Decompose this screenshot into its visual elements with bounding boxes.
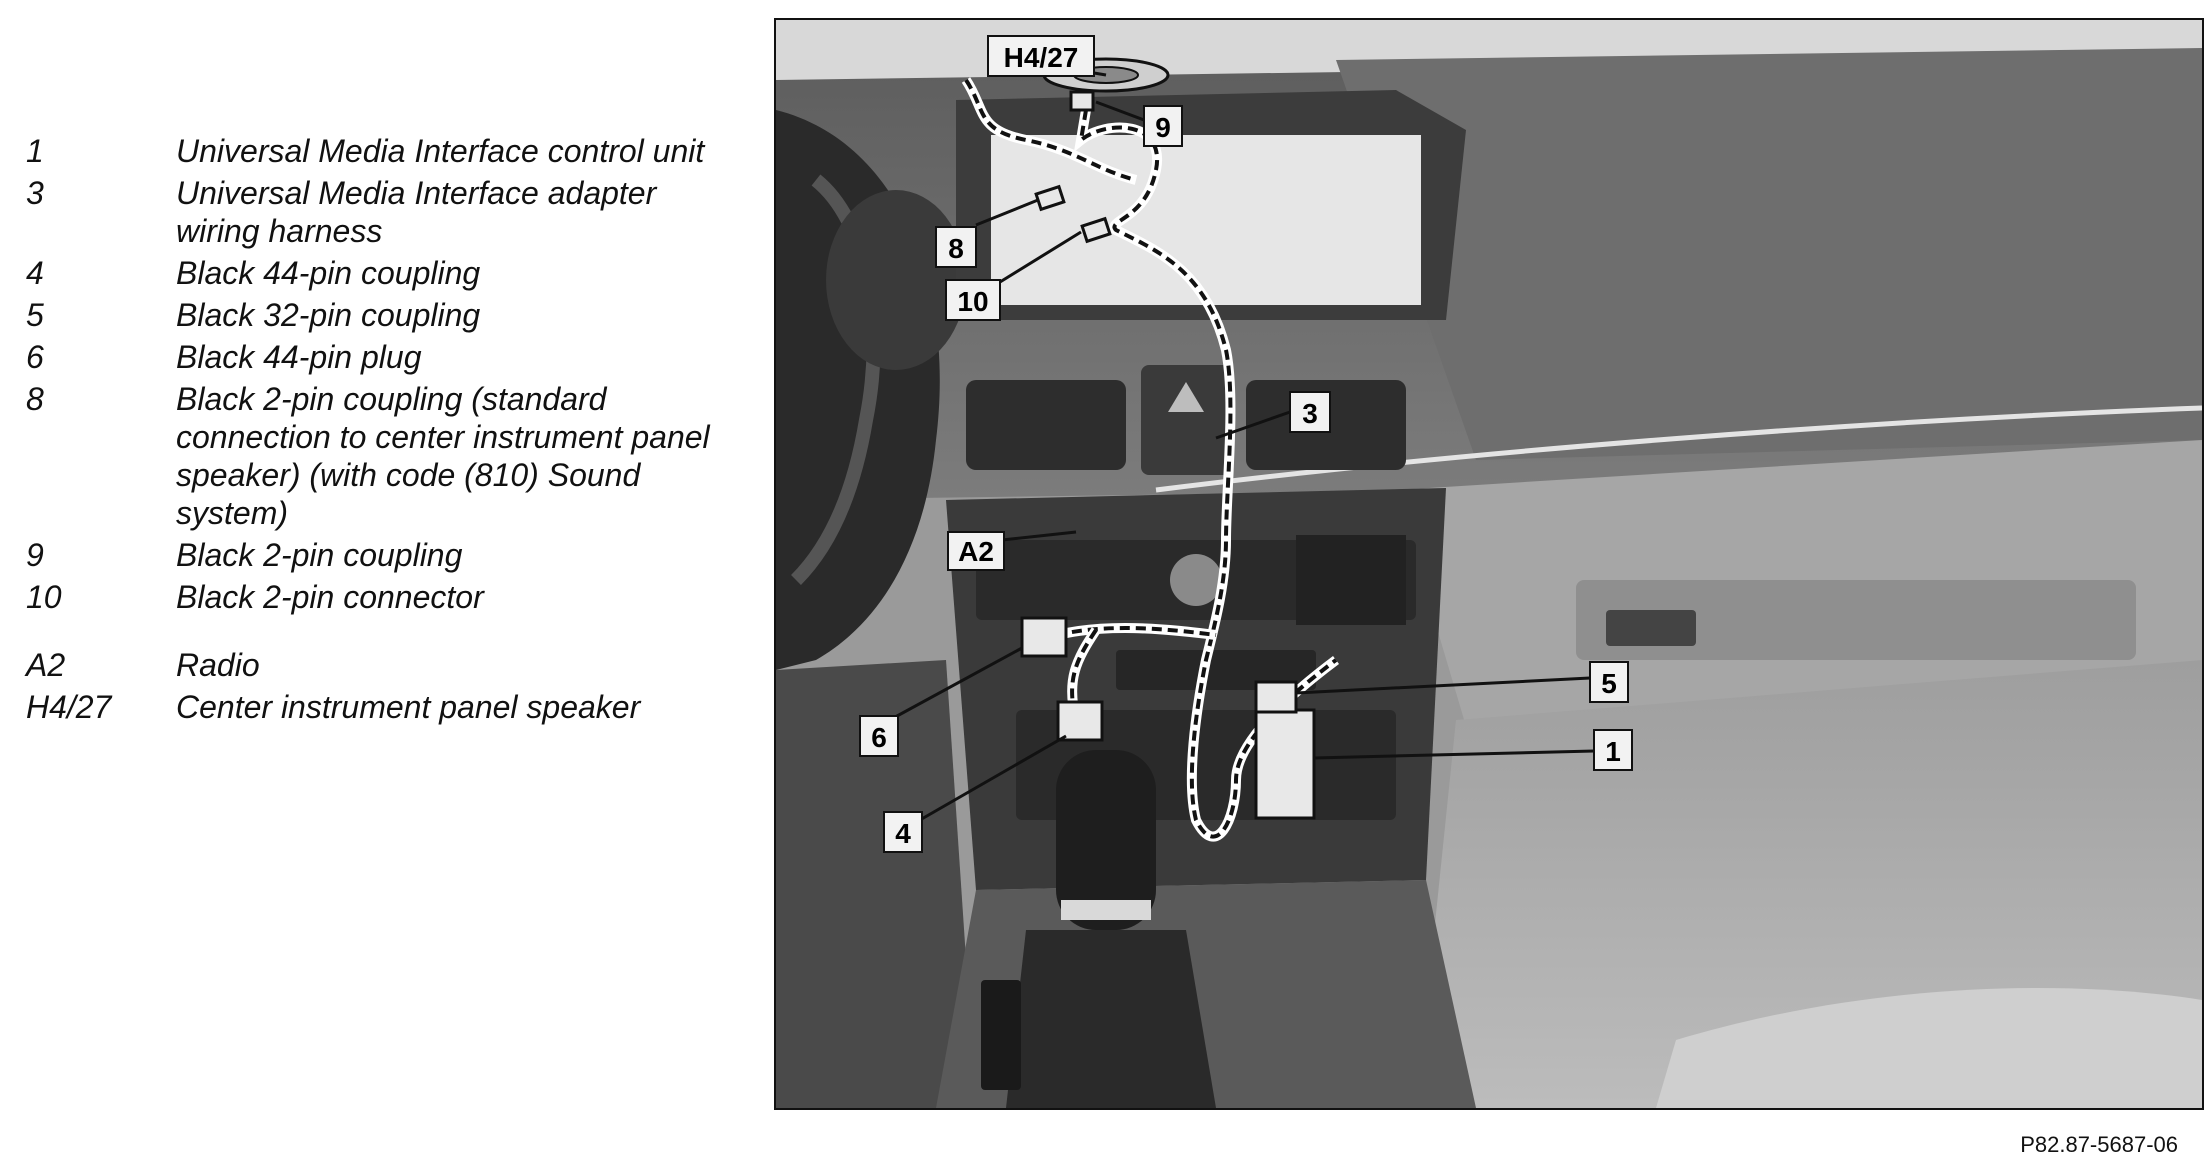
callout-9-label: 9 xyxy=(1155,112,1171,143)
instrument-cluster xyxy=(826,190,966,370)
legend-item: 9 Black 2-pin coupling xyxy=(26,536,746,574)
legend-item: 8 Black 2-pin coupling (standard connect… xyxy=(26,380,746,532)
console-switches xyxy=(981,980,1021,1090)
callout-10: 10 xyxy=(945,279,1001,321)
legend-item: H4/27 Center instrument panel speaker xyxy=(26,688,746,726)
plug-6 xyxy=(1020,616,1068,658)
control-unit-1 xyxy=(1254,708,1316,820)
legend-item: 5 Black 32-pin coupling xyxy=(26,296,746,334)
callout-5-label: 5 xyxy=(1601,668,1617,699)
callout-3-label: 3 xyxy=(1302,398,1318,429)
legend-text: Radio xyxy=(176,647,260,683)
callout-6-label: 6 xyxy=(871,722,887,753)
legend-item: A2 Radio xyxy=(26,646,746,684)
callout-9: 9 xyxy=(1143,105,1183,147)
legend-item: 4 Black 44-pin coupling xyxy=(26,254,746,292)
legend-key: 8 xyxy=(26,381,44,417)
dashboard-figure: H4/27 9 8 10 3 A2 5 1 xyxy=(774,18,2204,1110)
callout-8: 8 xyxy=(935,226,977,268)
legend-item: 1 Universal Media Interface control unit xyxy=(26,132,746,170)
gear-shift-boot xyxy=(1006,930,1216,1108)
callout-5: 5 xyxy=(1589,661,1629,703)
display-screen xyxy=(991,135,1421,305)
callout-h4-27: H4/27 xyxy=(987,35,1095,77)
dashboard-passenger-panel xyxy=(1336,48,2202,460)
dashboard-trim-line xyxy=(1155,405,2202,493)
coupling-9 xyxy=(1069,90,1095,112)
callout-6: 6 xyxy=(859,715,899,757)
legend-key: 3 xyxy=(26,175,44,211)
legend-key: 9 xyxy=(26,537,44,573)
driver-footwell xyxy=(776,660,976,1108)
passenger-seat xyxy=(1656,988,2202,1108)
legend-text: Black 2-pin connector xyxy=(176,579,484,615)
legend-text: Center instrument panel speaker xyxy=(176,689,641,725)
legend-text: Black 2-pin coupling (standard connectio… xyxy=(176,381,710,531)
seat-control-buttons xyxy=(1116,650,1316,690)
figure-reference: P82.87-5687-06 xyxy=(2020,1132,2178,1157)
callout-a2: A2 xyxy=(947,531,1005,571)
connector-10 xyxy=(1080,216,1112,244)
glovebox xyxy=(1576,580,2136,660)
legend-item: 3 Universal Media Interface adapter wiri… xyxy=(26,174,746,250)
harness-dashes xyxy=(964,78,1338,839)
callout-8-label: 8 xyxy=(948,233,964,264)
callout-1-label: 1 xyxy=(1605,736,1621,767)
callout-4-label: 4 xyxy=(895,818,911,849)
legend-text: Black 44-pin coupling xyxy=(176,255,481,291)
callout-a2-label: A2 xyxy=(958,536,994,567)
left-air-vent xyxy=(966,380,1126,470)
radio-keypad xyxy=(1296,535,1406,625)
legend-key: H4/27 xyxy=(26,689,112,725)
legend-key: 4 xyxy=(26,255,44,291)
legend-item: 6 Black 44-pin plug xyxy=(26,338,746,376)
hazard-triangle-icon xyxy=(1168,382,1204,412)
legend-key: A2 xyxy=(26,647,66,683)
coupling-5 xyxy=(1254,680,1298,714)
coupling-4 xyxy=(1056,700,1104,742)
callout-h4-27-label: H4/27 xyxy=(1004,42,1079,73)
callout-3: 3 xyxy=(1289,391,1331,433)
dashboard-illustration: H4/27 9 8 10 3 A2 5 1 xyxy=(776,20,2202,1108)
glovebox-handle xyxy=(1606,610,1696,646)
legend-text: Black 44-pin plug xyxy=(176,339,422,375)
legend: 1 Universal Media Interface control unit… xyxy=(26,132,746,730)
legend-text: Universal Media Interface adapter wiring… xyxy=(176,175,657,249)
callout-4: 4 xyxy=(883,811,923,853)
legend-text: Black 2-pin coupling xyxy=(176,537,463,573)
legend-key: 5 xyxy=(26,297,44,333)
gear-shift-knob xyxy=(1056,750,1156,930)
legend-key: 6 xyxy=(26,339,44,375)
wiring-harness xyxy=(961,77,1340,842)
legend-key: 1 xyxy=(26,133,44,169)
legend-item: 10 Black 2-pin connector xyxy=(26,578,746,616)
legend-text: Black 32-pin coupling xyxy=(176,297,481,333)
coupling-8 xyxy=(1034,184,1066,212)
gear-shift-ring xyxy=(1061,900,1151,920)
callout-10-label: 10 xyxy=(957,286,988,317)
callout-1: 1 xyxy=(1593,729,1633,771)
legend-gap xyxy=(26,620,746,646)
radio-knob xyxy=(1170,554,1222,606)
legend-key: 10 xyxy=(26,579,62,615)
legend-text: Universal Media Interface control unit xyxy=(176,133,705,169)
hazard-switch-panel xyxy=(1141,365,1231,475)
